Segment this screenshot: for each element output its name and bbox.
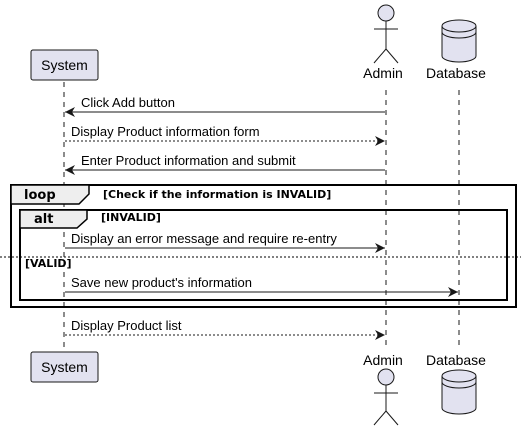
- loop-guard: [Check if the information is INVALID]: [103, 188, 331, 201]
- actor-admin-top: Admin: [363, 4, 403, 81]
- actor-admin-bottom: Admin: [363, 352, 403, 426]
- participant-database-top: Database: [426, 19, 486, 81]
- database-icon: [441, 369, 477, 415]
- participant-database-label: Database: [426, 352, 486, 368]
- alt-guard: [INVALID]: [101, 211, 161, 224]
- participant-database-label: Database: [426, 65, 486, 81]
- message-label: Display Product list: [71, 318, 182, 333]
- admin-actor-icon: [373, 4, 399, 64]
- admin-actor-icon: [373, 368, 399, 426]
- message-label: Enter Product information and submit: [81, 153, 296, 168]
- loop-keyword: loop: [24, 188, 56, 203]
- alt-else-guard: [VALID]: [25, 257, 72, 270]
- message-label: Click Add button: [81, 95, 175, 110]
- alt-keyword: alt: [34, 212, 53, 227]
- participant-system-label: System: [41, 57, 88, 73]
- participant-database-bottom: Database: [426, 352, 486, 415]
- participant-system-label: System: [41, 359, 88, 375]
- message-label: Display an error message and require re-…: [71, 231, 337, 246]
- database-icon: [441, 19, 477, 63]
- loop-frame: loop [Check if the information is INVALI…: [10, 184, 517, 308]
- participant-admin-label: Admin: [363, 65, 403, 81]
- alt-frame: alt [INVALID] [VALID]: [0, 209, 521, 301]
- participant-admin-label: Admin: [363, 352, 403, 368]
- message-label: Display Product information form: [71, 124, 260, 139]
- message-label: Save new product's information: [71, 275, 252, 290]
- participant-system-bottom: System: [30, 351, 99, 383]
- participant-system-top: System: [30, 49, 99, 81]
